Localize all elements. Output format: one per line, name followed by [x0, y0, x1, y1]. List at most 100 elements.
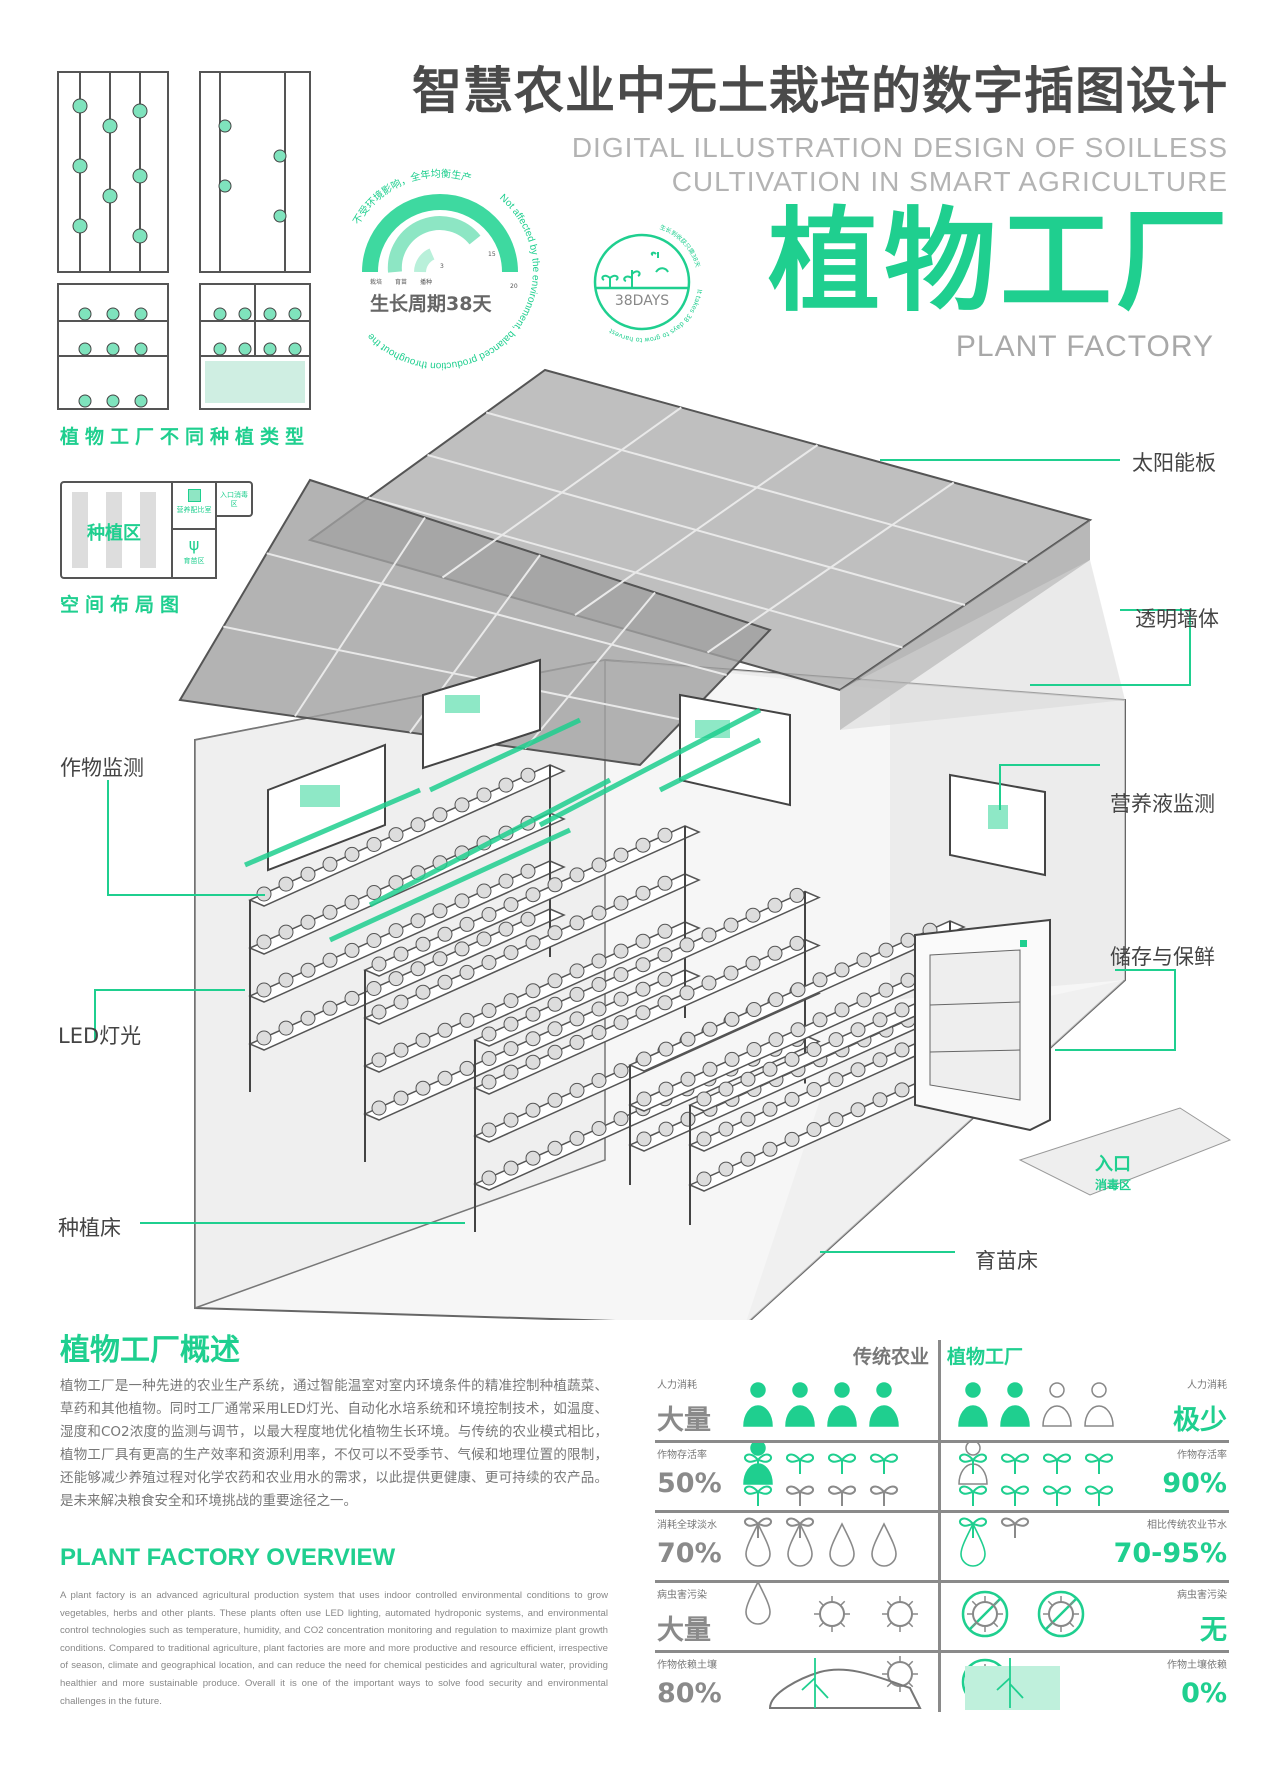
plant-factory-icons	[955, 1378, 1145, 1485]
left-metric-label: 人力消耗	[657, 1380, 697, 1391]
person-icon	[827, 1382, 857, 1427]
pest-icon	[882, 1656, 918, 1692]
growth-cycle-badge: 不受环境影响，全年均衡生产 Not affected by the enviro…	[352, 167, 541, 371]
svg-text:生长到收获只需38天: 生长到收获只需38天	[659, 223, 701, 268]
left-metric-value: 大量	[657, 1405, 711, 1436]
header-traditional: 传统农业	[852, 1346, 929, 1368]
drop-icon	[960, 1522, 986, 1567]
row-divider	[655, 1580, 1229, 1583]
big-title-cn: 植物工厂	[768, 197, 1232, 327]
sprout-icon: ψ	[188, 535, 200, 554]
traditional-icons	[740, 1378, 930, 1485]
overview-title-cn: 植物工厂概述	[60, 1333, 240, 1368]
sprout-icon	[959, 1453, 987, 1474]
sprout-icon	[959, 1485, 987, 1506]
callout-entrance: 入口 消毒区	[1095, 1150, 1131, 1193]
comparison-row: 人力消耗大量人力消耗极少	[655, 1372, 1229, 1485]
zone-planting: 种植区	[60, 481, 173, 579]
planting-bed-2	[363, 825, 701, 1162]
left-metric-label: 病虫害污染	[657, 1590, 707, 1601]
right-metric-value: 90%	[1162, 1468, 1227, 1499]
traditional-icons	[760, 1658, 950, 1718]
left-metric-value: 50%	[657, 1468, 722, 1499]
drop-icon	[745, 1522, 771, 1567]
person-icon	[869, 1382, 899, 1427]
sprout-icon	[870, 1453, 898, 1474]
callout-planting-bed: 种植床	[58, 1216, 121, 1240]
overview-text-cn: 植物工厂是一种先进的农业生产系统，通过智能温室对室内环境条件的精准控制种植蔬菜、…	[60, 1378, 608, 1509]
left-metric-value: 70%	[657, 1538, 722, 1569]
header-plant-factory: 植物工厂	[947, 1346, 1024, 1368]
sprouts-icon	[601, 251, 669, 288]
transparent-gable	[840, 560, 1125, 730]
row-divider	[655, 1650, 1229, 1653]
plant-factory-illustration	[94, 368, 1232, 1320]
left-metric-label: 作物存活率	[657, 1450, 707, 1461]
callout-solar-panel: 太阳能板	[1132, 451, 1216, 475]
days-ring-cn: 生长到收获只需38天	[659, 223, 701, 268]
plant-factory-icons	[955, 1448, 1145, 1538]
pest-icon	[961, 1590, 1009, 1638]
sprout-icon	[1001, 1517, 1029, 1538]
arc-cultivation	[362, 194, 518, 273]
layout-plan-caption: 空间布局图	[60, 594, 186, 616]
callout-nutrient-monitor: 营养液监测	[1110, 792, 1215, 816]
right-metric-value: 无	[1200, 1615, 1227, 1646]
zone-seedling-label: 育苗区	[183, 557, 205, 565]
stage-cultivation: 栽培	[370, 278, 382, 286]
person-icon	[785, 1382, 815, 1427]
callout-transparent-wall: 透明墙体	[1135, 607, 1219, 631]
overview-title-en: PLANT FACTORY OVERVIEW	[60, 1544, 396, 1571]
tick-15: 15	[488, 251, 496, 258]
person-icon	[1000, 1382, 1030, 1427]
drop-icon	[745, 1580, 771, 1625]
pest-icon	[1037, 1590, 1085, 1638]
sprout-icon	[1085, 1453, 1113, 1474]
callout-led: LED灯光	[58, 1024, 142, 1048]
callout-seedling-bed: 育苗床	[975, 1249, 1038, 1273]
right-metric-label: 相比传统农业节水	[1147, 1520, 1227, 1531]
soil-icon	[965, 1658, 1060, 1710]
comparison-row: 病虫害污染大量 病虫害污染无	[655, 1582, 1229, 1706]
tick-20: 20	[510, 283, 518, 290]
days-caption: 38DAYS	[615, 293, 669, 309]
disinfection-label: 消毒区	[1095, 1178, 1132, 1192]
arc-sowing	[414, 248, 435, 273]
entrance-label: 入口	[1095, 1154, 1131, 1175]
sprout-icon	[786, 1453, 814, 1474]
days-badge: 生长到收获只需38天 It takes 38 days to grow to h…	[593, 223, 704, 344]
drop-icon	[829, 1522, 855, 1567]
poster-title-cn: 智慧农业中无土栽培的数字插图设计	[412, 62, 1228, 120]
right-metric-value: 70-95%	[1113, 1538, 1227, 1569]
right-metric-value: 极少	[1173, 1405, 1227, 1436]
sprout-icon	[959, 1517, 987, 1538]
column-divider	[938, 1340, 941, 1712]
led-lights	[244, 707, 762, 943]
stage-seedling: 育苗	[395, 278, 407, 286]
left-metric-label: 作物依赖土壤	[657, 1660, 717, 1671]
row-divider	[655, 1440, 1229, 1443]
sprout-icon	[786, 1517, 814, 1538]
person-icon	[1042, 1382, 1072, 1427]
pest-icon	[814, 1596, 850, 1632]
callout-lines	[94, 459, 1191, 1253]
stage-sowing: 播种	[420, 278, 432, 286]
plant-factory-icons	[955, 1658, 1145, 1718]
poster-title-en-line1: DIGITAL ILLUSTRATION DESIGN OF SOILLESS	[571, 132, 1228, 163]
zone-planting-label: 种植区	[87, 523, 141, 544]
right-metric-value: 0%	[1181, 1678, 1227, 1709]
pest-icon	[882, 1596, 918, 1632]
sprout-icon	[786, 1485, 814, 1506]
left-metric-value: 大量	[657, 1615, 711, 1646]
sprout-icon	[828, 1453, 856, 1474]
soil-icon	[768, 1658, 922, 1709]
row-divider	[655, 1510, 1229, 1513]
sprout-icon	[1043, 1453, 1071, 1474]
left-metric-label: 消耗全球淡水	[657, 1520, 717, 1531]
arc-seedling	[387, 216, 481, 273]
right-metric-label: 病虫害污染	[1177, 1590, 1227, 1601]
zone-seedling: ψ 育苗区	[171, 528, 217, 579]
callout-storage: 储存与保鲜	[1110, 945, 1215, 969]
